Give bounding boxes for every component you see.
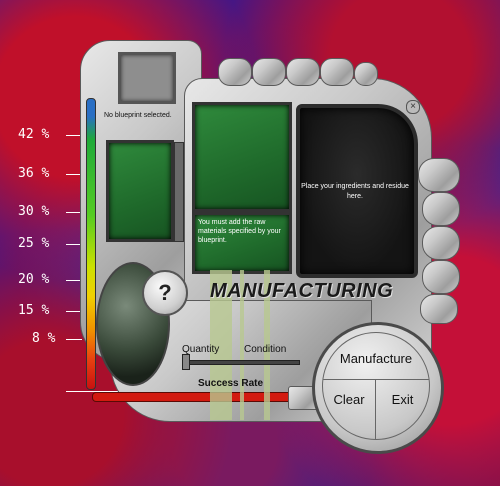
blueprint-scrollbar[interactable] bbox=[174, 142, 184, 242]
raw-materials-message: You must add the raw materials specified… bbox=[198, 219, 281, 244]
top-cap bbox=[320, 58, 354, 86]
stripe bbox=[240, 270, 244, 420]
top-cap bbox=[286, 58, 320, 86]
quantity-slider-track[interactable] bbox=[182, 360, 300, 365]
exit-label: Exit bbox=[391, 392, 414, 407]
quantity-slider-handle[interactable] bbox=[182, 354, 190, 370]
product-screen bbox=[192, 102, 292, 212]
top-cap bbox=[354, 62, 378, 86]
manufacturing-title: MANUFACTURING bbox=[210, 280, 394, 302]
side-bump bbox=[422, 192, 460, 226]
help-button[interactable]: ? bbox=[142, 270, 188, 316]
ingredients-message: Place your ingredients and residue here. bbox=[301, 183, 409, 200]
pct-label-25: 25 % bbox=[18, 236, 50, 251]
side-bump bbox=[422, 260, 460, 294]
pct-label-36: 36 % bbox=[18, 166, 50, 181]
pct-tick bbox=[66, 339, 82, 340]
side-bump bbox=[420, 294, 458, 324]
side-bump bbox=[418, 158, 460, 192]
condition-label: Condition bbox=[244, 344, 287, 355]
close-button[interactable]: × bbox=[406, 100, 420, 114]
top-cap bbox=[218, 58, 252, 86]
stripe bbox=[264, 270, 270, 420]
dial-inner: Manufacture Clear Exit bbox=[322, 332, 430, 440]
pct-tick bbox=[66, 244, 82, 245]
pct-label-8: 8 % bbox=[32, 331, 56, 346]
ingredients-screen[interactable] bbox=[296, 104, 418, 278]
stripe bbox=[210, 270, 232, 420]
pct-label-20: 20 % bbox=[18, 272, 50, 287]
blueprint-slot[interactable] bbox=[118, 52, 176, 104]
pct-tick bbox=[66, 135, 82, 136]
pct-tick bbox=[66, 280, 82, 281]
pct-label-15: 15 % bbox=[18, 303, 50, 318]
pct-label-42: 42 % bbox=[18, 127, 50, 142]
close-icon: × bbox=[410, 101, 416, 112]
pct-label-30: 30 % bbox=[18, 204, 50, 219]
question-icon: ? bbox=[158, 280, 172, 305]
gauge-tube bbox=[86, 98, 96, 390]
top-cap bbox=[252, 58, 286, 86]
blueprint-status: No blueprint selected. bbox=[104, 112, 172, 119]
manufacture-button[interactable]: Manufacture bbox=[323, 333, 429, 380]
clear-button[interactable]: Clear bbox=[323, 380, 376, 439]
pct-tick bbox=[66, 212, 82, 213]
success-rate-label: Success Rate bbox=[198, 378, 264, 389]
success-tick bbox=[66, 391, 126, 392]
quantity-label: Quantity bbox=[182, 344, 220, 355]
blueprint-screen bbox=[106, 140, 174, 242]
pct-tick bbox=[66, 174, 82, 175]
side-bump bbox=[422, 226, 460, 260]
pct-tick bbox=[66, 311, 82, 312]
exit-button[interactable]: Exit bbox=[376, 380, 429, 439]
clear-label: Clear bbox=[333, 392, 365, 407]
manufacture-label: Manufacture bbox=[339, 351, 413, 366]
